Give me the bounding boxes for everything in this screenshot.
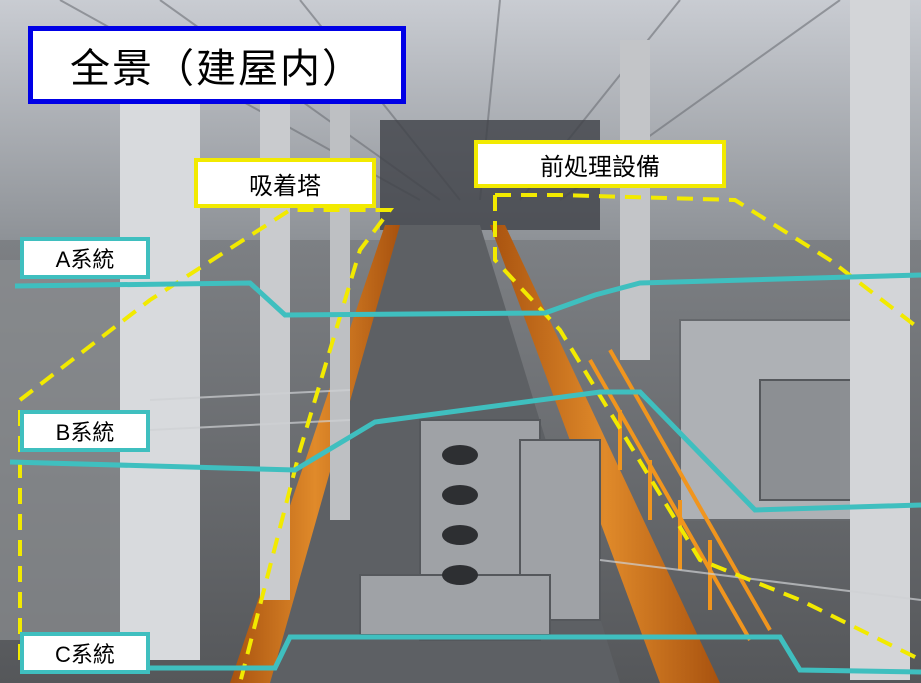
system-b-label: B系統 — [20, 410, 150, 452]
pretreatment-equipment-label: 前処理設備 — [474, 140, 726, 188]
system-a-label: A系統 — [20, 237, 150, 279]
adsorption-tower-label: 吸着塔 — [194, 158, 376, 208]
system-c-label: C系統 — [20, 632, 150, 674]
page-title: 全景（建屋内） — [28, 26, 406, 104]
